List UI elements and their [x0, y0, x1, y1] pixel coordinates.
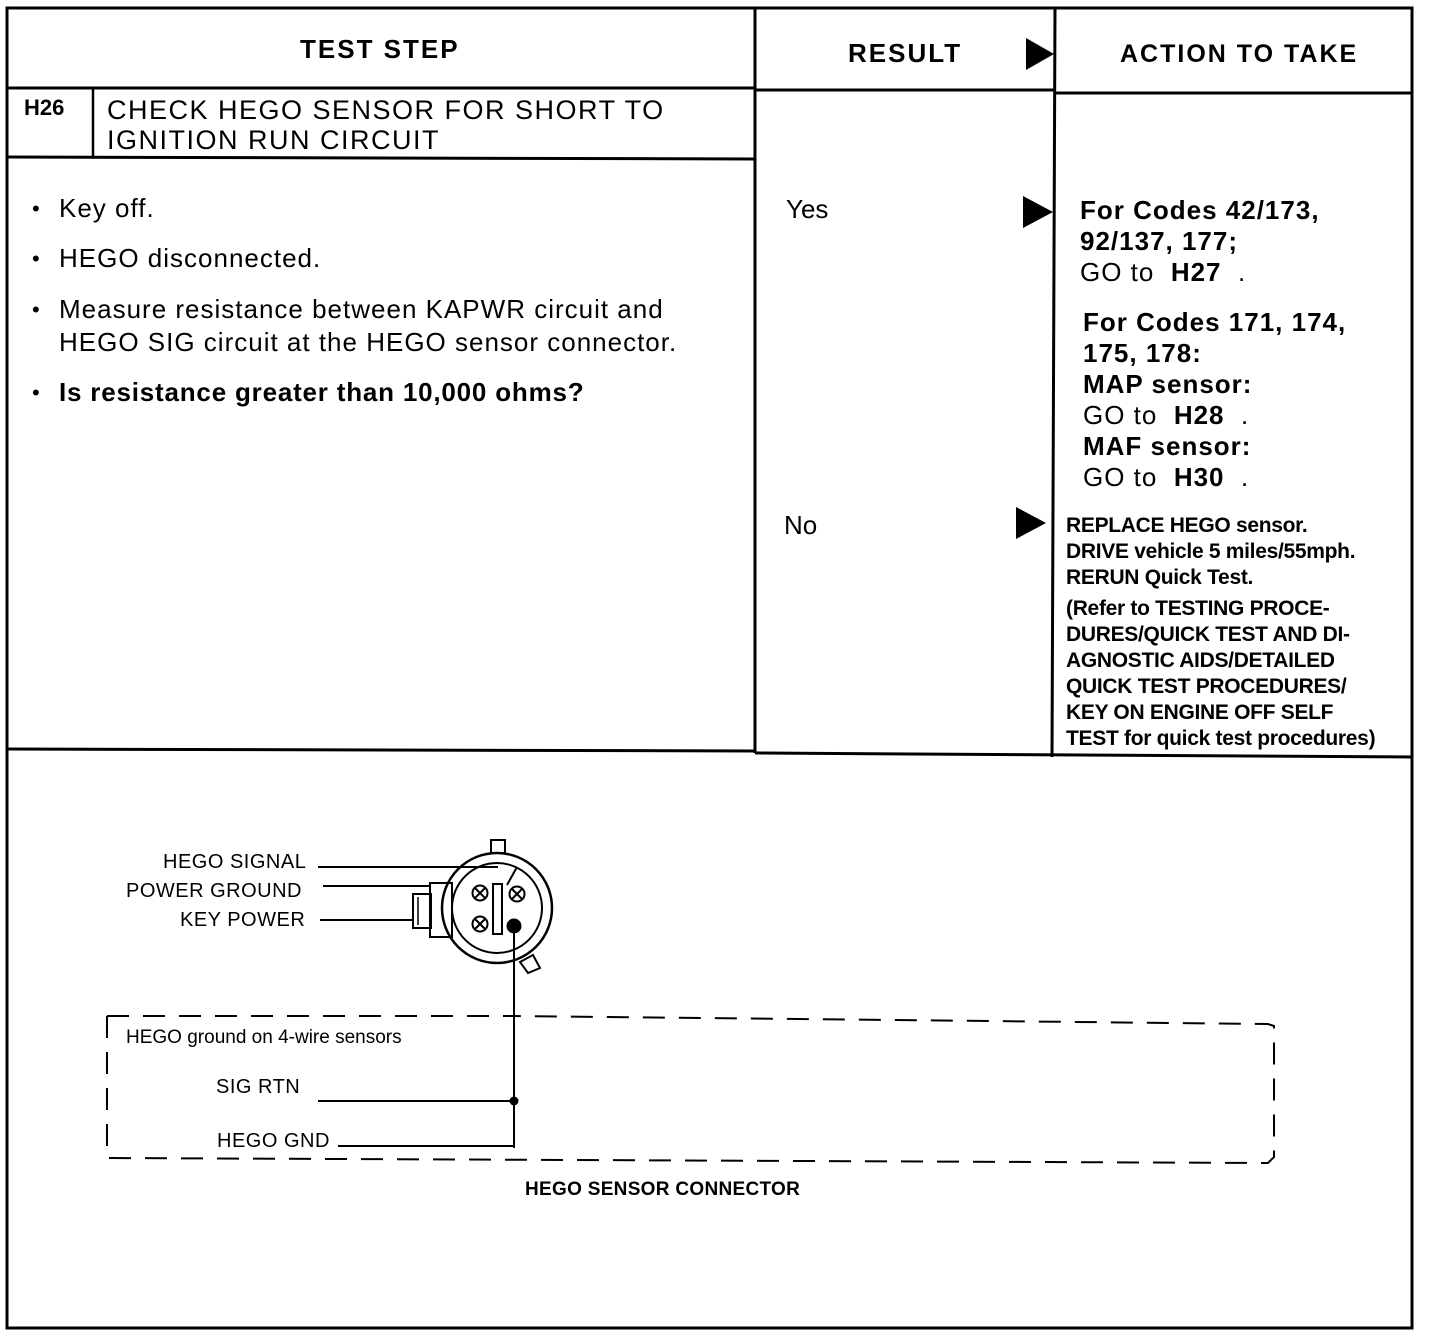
- diagram-caption: HEGO SENSOR CONNECTOR: [525, 1179, 801, 1200]
- terminal-key-power: [471, 915, 489, 933]
- action-codes-group-2-line-1: For Codes 171, 174,: [1083, 307, 1347, 337]
- action-drive-vehicle: DRIVE vehicle 5 miles/55mph.: [1066, 540, 1356, 563]
- action-go-to-h30: GO to H30 .: [1083, 462, 1249, 493]
- action-map-sensor: MAP sensor:: [1083, 369, 1253, 399]
- result-no: No: [784, 510, 818, 540]
- label-hego-gnd: HEGO GND: [217, 1130, 330, 1152]
- result-arrow-header: [1026, 38, 1054, 70]
- go-to-text: GO to: [1083, 400, 1158, 430]
- action-refer-line-3: AGNOSTIC AIDS/DETAILED: [1066, 649, 1335, 672]
- action-replace-hego: REPLACE HEGO sensor.: [1066, 514, 1308, 537]
- instruction-hego-disconnected: HEGO disconnected.: [59, 243, 322, 273]
- label-hego-signal: HEGO SIGNAL: [163, 851, 307, 873]
- action-maf-sensor: MAF sensor:: [1083, 431, 1252, 461]
- instruction-measure-line-2: HEGO SIG circuit at the HEGO sensor conn…: [59, 327, 678, 357]
- action-refer-line-6: TEST for quick test procedures): [1066, 727, 1376, 750]
- go-to-target-h30[interactable]: H30: [1173, 462, 1225, 492]
- step-id: H26: [24, 95, 65, 120]
- label-power-ground: POWER GROUND: [126, 880, 302, 902]
- yes-arrow: [1023, 196, 1053, 228]
- terminal-power-ground: [471, 884, 489, 902]
- connector-latch: [518, 953, 542, 975]
- connector-side-lug-outer: [412, 893, 432, 929]
- connector-outer-ring: [440, 851, 554, 965]
- action-codes-group-1-line-1: For Codes 42/173,: [1080, 195, 1320, 225]
- label-hego-ground-note: HEGO ground on 4-wire sensors: [126, 1027, 402, 1048]
- no-arrow: [1016, 507, 1046, 539]
- bullet-marker: •: [32, 380, 40, 405]
- four-wire-ground-box: [106, 1015, 1275, 1165]
- action-codes-group-2-line-2: 175, 178:: [1083, 338, 1202, 368]
- action-refer-line-1: (Refer to TESTING PROCE-: [1066, 597, 1330, 620]
- bullet-marker: •: [32, 297, 40, 322]
- header-result: RESULT: [848, 38, 963, 68]
- action-refer-line-4: QUICK TEST PROCEDURES/: [1066, 675, 1347, 698]
- period: .: [1240, 400, 1250, 430]
- action-go-to-h28: GO to H28 .: [1083, 400, 1249, 431]
- action-rerun-quick-test: RERUN Quick Test.: [1066, 566, 1254, 589]
- bullet-marker: •: [32, 196, 40, 221]
- step-title-line-2: IGNITION RUN CIRCUIT: [107, 125, 440, 155]
- go-to-text: GO to: [1083, 462, 1158, 492]
- connector-key-tab: [490, 839, 506, 854]
- terminal-hego-signal: [508, 885, 526, 903]
- go-to-target-h27[interactable]: H27: [1170, 257, 1222, 287]
- connector-inner-ring: [451, 862, 543, 954]
- result-yes: Yes: [786, 194, 829, 224]
- go-to-target-h28[interactable]: H28: [1173, 400, 1225, 430]
- splice-dot: [509, 1096, 519, 1106]
- period: .: [1237, 257, 1247, 287]
- instruction-question: Is resistance greater than 10,000 ohms?: [59, 377, 585, 407]
- header-action-to-take: ACTION TO TAKE: [1120, 40, 1359, 68]
- step-title-line-1: CHECK HEGO SENSOR FOR SHORT TO: [107, 95, 665, 125]
- bullet-marker: •: [32, 246, 40, 271]
- action-codes-group-1-line-2: 92/137, 177;: [1080, 226, 1239, 256]
- action-refer-line-5: KEY ON ENGINE OFF SELF: [1066, 701, 1334, 724]
- connector-center-bar: [492, 883, 503, 935]
- action-go-to-h27: GO to H27 .: [1080, 257, 1246, 288]
- go-to-text: GO to: [1080, 257, 1155, 287]
- action-refer-line-2: DURES/QUICK TEST AND DI-: [1066, 623, 1350, 646]
- terminal-hego-ground: [506, 918, 522, 934]
- instruction-measure-line-1: Measure resistance between KAPWR circuit…: [59, 294, 664, 324]
- label-key-power: KEY POWER: [180, 909, 306, 931]
- header-test-step: TEST STEP: [300, 34, 460, 64]
- instruction-key-off: Key off.: [59, 193, 155, 223]
- label-sig-rtn: SIG RTN: [216, 1076, 301, 1098]
- period: .: [1240, 462, 1250, 492]
